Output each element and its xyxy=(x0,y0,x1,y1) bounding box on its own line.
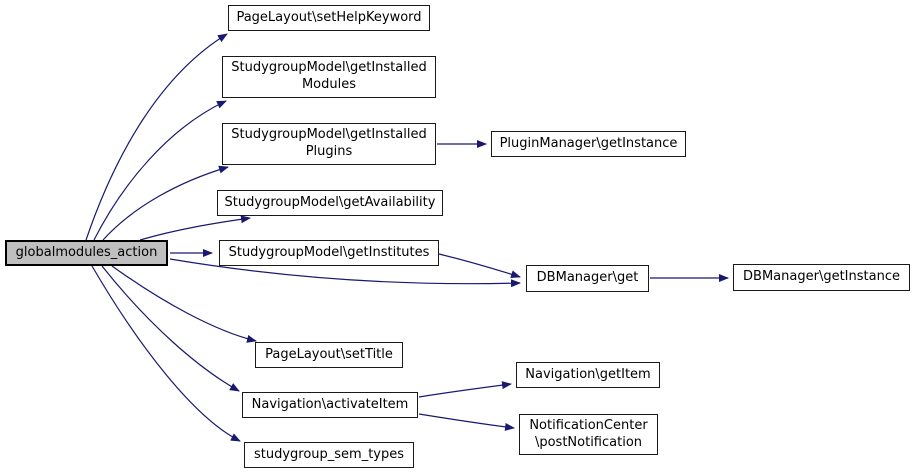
node-label: StudygroupModel\getAvailability xyxy=(224,194,436,210)
node-label: globalmodules_action xyxy=(15,244,158,260)
node-studygroupmodel-getavailability[interactable]: StudygroupModel\getAvailability xyxy=(217,190,443,216)
node-studygroupmodel-getinstitutes[interactable]: StudygroupModel\getInstitutes xyxy=(219,240,439,266)
edge-main-to-settitle xyxy=(111,265,257,343)
node-label-line1: NotificationCenter xyxy=(529,417,648,433)
node-pluginmanager-getinstance[interactable]: PluginManager\getInstance xyxy=(491,131,686,157)
edge-activateitem-to-postnotification xyxy=(418,413,515,431)
edge-main-to-getinstalledplugins xyxy=(102,165,229,241)
edge-main-to-getinstalledmodules xyxy=(93,100,227,241)
node-pagelayout-sethelpkeyword[interactable]: PageLayout\setHelpKeyword xyxy=(228,5,430,31)
node-globalmodules-action: globalmodules_action xyxy=(5,240,168,266)
edge-activateitem-to-getitem xyxy=(418,381,512,398)
node-label: studygroup_sem_types xyxy=(253,446,405,462)
node-label: PageLayout\setTitle xyxy=(265,346,393,362)
node-label-line2: Plugins xyxy=(305,144,353,159)
node-label: StudygroupModel\getInstitutes xyxy=(228,244,430,260)
node-label-line2: Modules xyxy=(301,77,357,92)
node-label: Navigation\getItem xyxy=(525,366,651,382)
node-label: DBManager\getInstance xyxy=(743,269,900,285)
node-notificationcenter-postnotification[interactable]: NotificationCenter \postNotification xyxy=(519,414,658,455)
node-dbmanager-get[interactable]: DBManager\get xyxy=(526,265,649,292)
node-label: DBManager\get xyxy=(536,270,639,286)
edge-main-to-getavailability xyxy=(139,215,251,241)
node-label-line2: \postNotification xyxy=(534,434,643,450)
edge-main-to-studygroup-sem-types xyxy=(91,265,241,442)
node-dbmanager-getinstance[interactable]: DBManager\getInstance xyxy=(733,264,910,291)
node-label: PageLayout\setHelpKeyword xyxy=(236,9,422,25)
edge-getinstitutes-to-dbmanager-get xyxy=(438,253,521,279)
node-label: PluginManager\getInstance xyxy=(499,135,678,151)
node-label-line1: StudygroupModel\getInstalled xyxy=(231,127,427,143)
node-pagelayout-settitle[interactable]: PageLayout\setTitle xyxy=(255,342,403,368)
node-label: Navigation\activateItem xyxy=(251,396,409,412)
edge-main-to-activateitem xyxy=(101,265,240,392)
edge-main-to-sethelpkeyword xyxy=(85,33,228,241)
edge-main-to-dbmanager-get xyxy=(169,258,521,288)
node-label-line1: StudygroupModel\getInstalled xyxy=(231,60,427,76)
node-navigation-getitem[interactable]: Navigation\getItem xyxy=(516,362,660,388)
node-studygroupmodel-getinstalledmodules[interactable]: StudygroupModel\getInstalled Modules xyxy=(222,56,436,98)
node-studygroupmodel-getinstalledplugins[interactable]: StudygroupModel\getInstalled Plugins xyxy=(222,123,436,165)
node-navigation-activateitem[interactable]: Navigation\activateItem xyxy=(242,392,418,418)
node-studygroup-sem-types[interactable]: studygroup_sem_types xyxy=(244,442,414,468)
